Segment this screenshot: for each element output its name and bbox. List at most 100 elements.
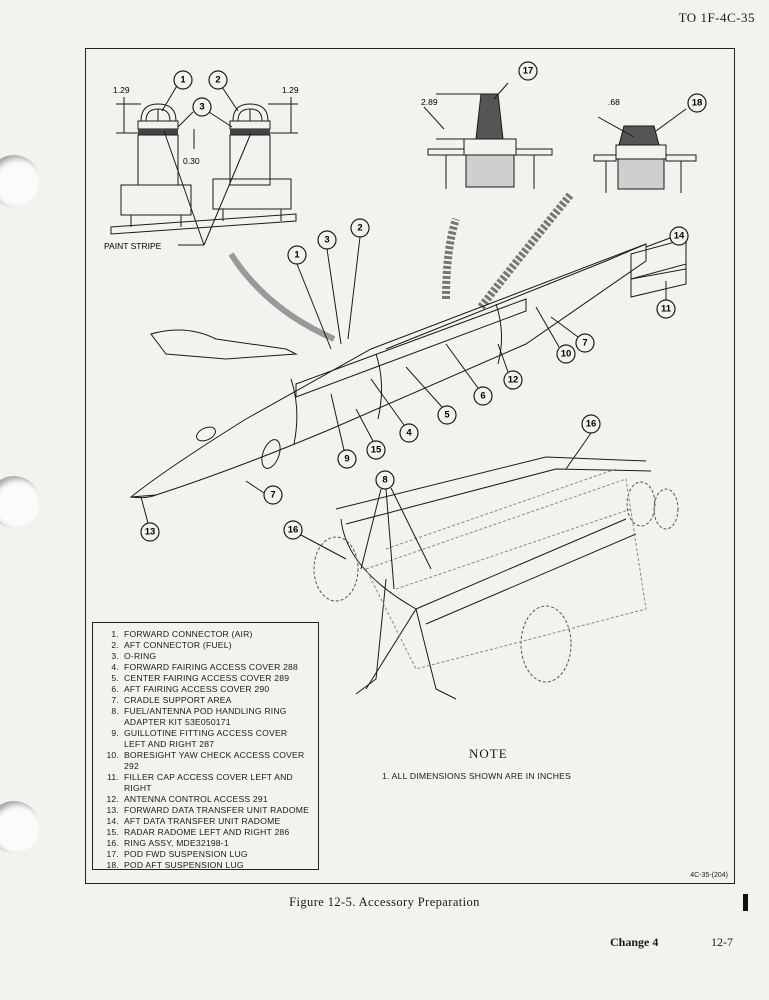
binder-hole-top	[0, 155, 40, 207]
legend-item: 14.AFT DATA TRANSFER UNIT RADOME	[97, 816, 314, 827]
legend-item: 7.CRADLE SUPPORT AREA	[97, 695, 314, 706]
legend-item-number: 12.	[106, 794, 119, 804]
legend-item-number: 3.	[111, 651, 119, 661]
callout-1: 1	[287, 245, 307, 265]
callout-1-detail: 1	[173, 70, 193, 90]
legend-item-text: FORWARD CONNECTOR (AIR)	[124, 629, 253, 639]
change-label: Change 4	[610, 935, 659, 949]
legend-item-text: RIGHT	[124, 783, 152, 793]
legend-item: 10.BORESIGHT YAW CHECK ACCESS COVER 292	[97, 750, 314, 772]
callout-10: 10	[556, 344, 576, 364]
svg-text:3: 3	[324, 235, 329, 246]
callout-7-bottom: 7	[263, 485, 283, 505]
svg-text:3: 3	[199, 102, 204, 113]
legend-item-number	[97, 739, 124, 750]
legend-item-number	[97, 717, 124, 728]
legend-item: 18.POD AFT SUSPENSION LUG	[97, 860, 314, 871]
svg-text:8: 8	[382, 475, 387, 486]
svg-text:16: 16	[586, 419, 597, 430]
callout-6: 6	[473, 386, 493, 406]
callout-16-top: 16	[581, 414, 601, 434]
callout-9: 9	[337, 449, 357, 469]
drawing-id: 4C-35-(204)	[690, 872, 728, 879]
arrow-to-connectors	[228, 252, 336, 342]
legend-item-number: 14.	[106, 816, 119, 826]
legend-item-text: FILLER CAP ACCESS COVER LEFT AND	[124, 772, 293, 782]
callout-2-detail: 2	[208, 70, 228, 90]
page-number: 12-7	[711, 935, 733, 949]
svg-text:2: 2	[357, 223, 362, 234]
pod-body	[129, 238, 687, 499]
svg-text:4: 4	[406, 428, 412, 439]
legend-item-number: 2.	[111, 640, 119, 650]
dimension-lug18: .68	[608, 97, 620, 107]
legend-item: 13.FORWARD DATA TRANSFER UNIT RADOME	[97, 805, 314, 816]
legend-item: 9.GUILLOTINE FITTING ACCESS COVER	[97, 728, 314, 739]
legend-item-number: 17.	[106, 849, 119, 859]
connector-detail: 1.29 1.29 0.30 PAINT STRIPE	[104, 83, 299, 251]
legend-item-number: 16.	[106, 838, 119, 848]
svg-text:1: 1	[180, 75, 186, 86]
arrow-to-lug17	[442, 217, 460, 300]
dimension-gap: 0.30	[183, 156, 200, 166]
legend-item-number: 8.	[111, 706, 119, 716]
svg-text:13: 13	[145, 527, 156, 538]
legend-item-number: 6.	[111, 684, 119, 694]
legend-item-text: ANTENNA CONTROL ACCESS 291	[124, 794, 268, 804]
legend-item: 5.CENTER FAIRING ACCESS COVER 289	[97, 673, 314, 684]
legend-item: RIGHT	[97, 783, 314, 794]
document-code: TO 1F-4C-35	[678, 10, 755, 25]
svg-text:18: 18	[692, 98, 703, 109]
legend-item: 12. ANTENNA CONTROL ACCESS 291	[97, 794, 314, 805]
legend-item: 1.FORWARD CONNECTOR (AIR)	[97, 629, 314, 640]
legend-item-number	[97, 783, 124, 794]
legend-item: 16. RING ASSY, MDE32198-1	[97, 838, 314, 849]
svg-text:14: 14	[674, 231, 685, 242]
legend-item: 17. POD FWD SUSPENSION LUG	[97, 849, 314, 860]
legend-item: 15.RADAR RADOME LEFT AND RIGHT 286	[97, 827, 314, 838]
svg-text:11: 11	[661, 304, 672, 315]
legend-item-text: CENTER FAIRING ACCESS COVER 289	[124, 673, 290, 683]
legend-item-number: 11.	[107, 772, 119, 782]
note-text: 1. ALL DIMENSIONS SHOWN ARE IN INCHES	[382, 771, 572, 781]
legend-item: 2. AFT CONNECTOR (FUEL)	[97, 640, 314, 651]
callout-5: 5	[437, 405, 457, 425]
legend-item-number: 10.	[106, 750, 119, 760]
callout-3-detail: 3	[192, 97, 212, 117]
binder-hole-middle	[0, 476, 40, 528]
legend-item-text: GUILLOTINE FITTING ACCESS COVER	[124, 728, 288, 738]
svg-text:7: 7	[582, 338, 587, 349]
callout-17: 17	[518, 61, 538, 81]
figure-frame: 1.29 1.29 0.30 PAINT STRIPE	[85, 48, 735, 884]
paint-stripe-label: PAINT STRIPE	[104, 241, 162, 251]
figure-caption: Figure 12-5. Accessory Preparation	[289, 895, 480, 909]
legend-item-text: O-RING	[124, 651, 157, 661]
legend-item-number: 13.	[106, 805, 119, 815]
legend-item-text: POD FWD SUSPENSION LUG	[124, 849, 248, 859]
legend-item: LEFT AND RIGHT 287	[97, 739, 314, 750]
legend-item-text: LEFT AND RIGHT 287	[124, 739, 215, 749]
parts-legend: 1.FORWARD CONNECTOR (AIR)2. AFT CONNECTOR…	[92, 622, 319, 870]
legend-item-text: AFT CONNECTOR (FUEL)	[124, 640, 232, 650]
callout-3: 3	[317, 230, 337, 250]
lug-detail-18: .68	[593, 97, 697, 193]
legend-item: 3. O-RING	[97, 651, 314, 662]
change-bar	[743, 894, 748, 911]
callout-12: 12	[503, 370, 523, 390]
svg-text:1: 1	[294, 250, 300, 261]
callout-18: 18	[687, 93, 707, 113]
callout-11: 11	[656, 299, 676, 319]
svg-text:16: 16	[288, 525, 299, 536]
dimension-lug17: 2.89	[421, 97, 438, 107]
svg-text:15: 15	[371, 445, 382, 456]
dimension-left-height: 1.29	[113, 85, 130, 95]
legend-item-number: 7.	[111, 695, 119, 705]
legend-item-number: 4.	[111, 662, 119, 672]
callout-8: 8	[375, 470, 395, 490]
callout-14: 14	[669, 226, 689, 246]
callout-2: 2	[350, 218, 370, 238]
arrow-to-lug18	[477, 191, 575, 310]
accessory-illustration: 1.29 1.29 0.30 PAINT STRIPE	[104, 61, 707, 700]
legend-item-text: RING ASSY, MDE32198-1	[124, 838, 229, 848]
svg-text:10: 10	[561, 349, 572, 360]
